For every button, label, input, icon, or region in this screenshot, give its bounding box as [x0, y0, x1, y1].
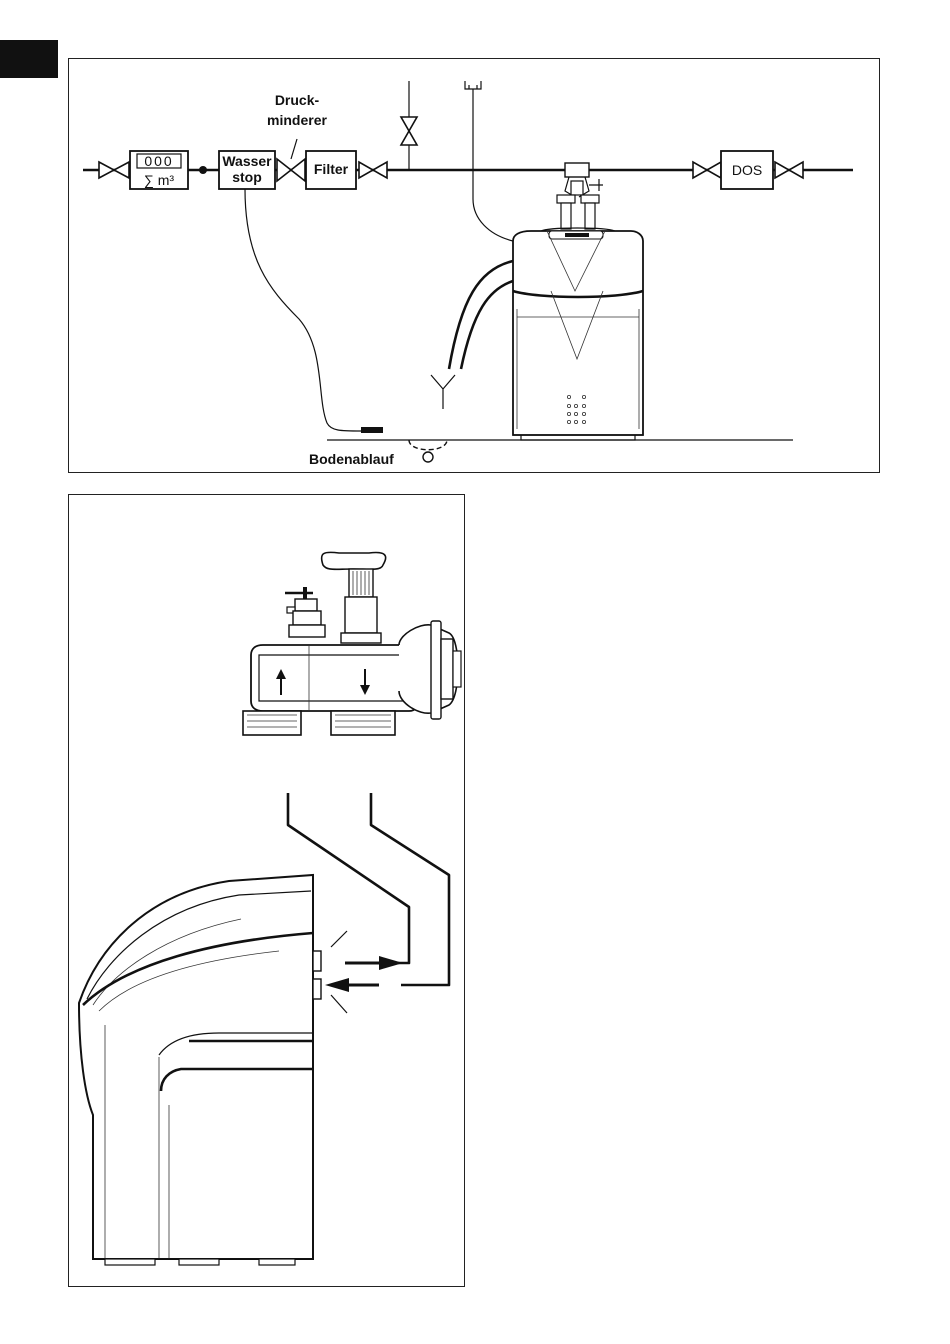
installation-schematic-panel: 000 ∑ m³ Wasser stop Druck- minderer Fil…	[68, 58, 880, 473]
connection-valve-block	[557, 163, 603, 229]
overflow-funnel-icon	[465, 81, 481, 95]
post-filter-valve-icon	[359, 162, 387, 178]
druckminderer-leader-line	[291, 139, 297, 159]
water-meter: 000 ∑ m³	[130, 151, 188, 189]
meter-digits: 000	[144, 153, 173, 169]
outlet-valve-left-icon	[693, 162, 721, 178]
pipe-joint-dot	[199, 166, 207, 174]
bodenablauf-label: Bodenablauf	[309, 451, 394, 467]
outflow-arrow-icon	[325, 978, 379, 992]
connection-detail-diagram	[69, 495, 466, 1288]
wasserstop-label-line1: Wasser	[222, 153, 272, 169]
dos-box: DOS	[721, 151, 773, 189]
floor-drain-icon	[409, 440, 447, 462]
installation-schematic: 000 ∑ m³ Wasser stop Druck- minderer Fil…	[69, 59, 881, 474]
druckminderer-label-line2: minderer	[267, 112, 327, 128]
inflow-arrow-icon	[345, 956, 403, 970]
pressure-reducer-valve-icon	[277, 159, 305, 181]
regeneration-drain-hose-outer	[461, 281, 513, 369]
connection-valve-assembly	[243, 552, 461, 735]
wasserstop-floor-sensor	[361, 427, 383, 433]
overflow-hose	[473, 95, 513, 241]
branch-valve-icon	[401, 117, 417, 145]
inlet-port-leader	[331, 931, 347, 947]
druckminderer-label-line1: Druck-	[275, 92, 320, 108]
wasserstop-box: Wasser stop	[219, 151, 275, 189]
filter-box: Filter	[306, 151, 356, 189]
filter-label: Filter	[314, 161, 349, 177]
drain-y-fitting-icon	[431, 375, 455, 409]
outlet-port-leader	[331, 995, 347, 1013]
dos-label: DOS	[732, 162, 762, 178]
inlet-valve-icon	[99, 162, 129, 178]
outlet-valve-right-icon	[775, 162, 803, 178]
meter-unit: ∑ m³	[144, 172, 175, 188]
regeneration-drain-hose	[449, 261, 513, 369]
wasserstop-label-line2: stop	[232, 169, 262, 185]
wasserstop-sensor-cable	[245, 189, 361, 431]
section-tab-marker	[0, 40, 58, 78]
softener-unit-front	[513, 228, 643, 440]
softener-unit-side	[79, 875, 321, 1265]
connection-detail-panel	[68, 494, 465, 1287]
